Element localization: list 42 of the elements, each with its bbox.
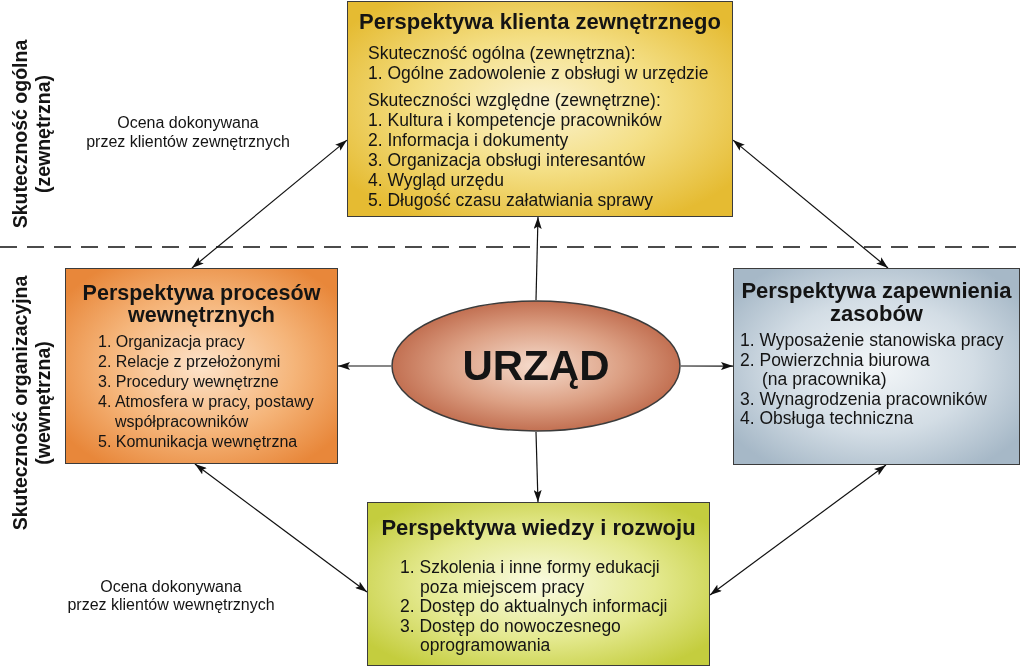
- double-headed-arrow: [709, 464, 887, 596]
- perspective-box: [367, 502, 710, 666]
- arrow: [533, 431, 542, 503]
- list-item: 1. Wyposażenie stanowiska pracy: [740, 331, 1004, 351]
- list-item: 1. Organizacja pracy: [98, 332, 245, 352]
- perspective-box: [347, 1, 733, 217]
- annotation-text: Ocena dokonywana przez klientów wewnętrznych: [67, 578, 275, 613]
- list-item: 2. Dostęp do aktualnych informacji: [400, 597, 668, 617]
- list-item: 4. Wygląd urzędu: [368, 170, 505, 190]
- arrow: [533, 216, 542, 301]
- list-item: 4. Atmosfera w pracy, postawy współpracowników: [98, 392, 314, 432]
- ellipse-shape: [391, 300, 681, 432]
- box-title: Perspektywa zapewnienia zasobów: [741, 279, 1012, 325]
- section-heading: Skuteczności względne (zewnętrzne):: [368, 90, 661, 110]
- arrow: [337, 362, 392, 370]
- double-headed-arrow: [194, 463, 368, 593]
- list-item: 2. Powierzchnia biurowa (na pracownika): [740, 350, 930, 390]
- list-item: 3. Wynagrodzenia pracowników: [740, 389, 987, 409]
- list-item: 4. Obsługa techniczna: [740, 409, 914, 429]
- list-item: 1. Ogólne zadowolenie z obsługi w urzędzie: [368, 63, 709, 83]
- list-item: 2. Relacje z przełożonymi: [98, 352, 281, 372]
- list-item: 3. Dostęp do nowoczesnego oprogramowania: [400, 616, 621, 656]
- section-heading: Skuteczność ogólna (zewnętrzna):: [368, 43, 636, 63]
- list-item: 5. Komunikacja wewnętrzna: [98, 432, 298, 452]
- annotation-text: Ocena dokonywana przez klientów zewnętrznych: [86, 113, 290, 151]
- perspective-box: [65, 268, 338, 464]
- center-label: URZĄD: [462, 342, 610, 390]
- box-title: Perspektywa procesów wewnętrznych: [81, 282, 322, 326]
- box-title: Perspektywa klienta zewnętrznego: [359, 9, 721, 35]
- side-label: Skuteczność ogólna (zewnętrzna): [9, 39, 55, 229]
- list-item: 1. Szkolenia i inne formy edukacji poza miejscem pracy: [400, 558, 660, 597]
- box-title: Perspektywa wiedzy i rozwoju: [381, 515, 696, 541]
- list-item: 3. Organizacja obsługi interesantów: [368, 150, 646, 170]
- list-item: 3. Procedury wewnętrzne: [98, 372, 279, 392]
- list-item: 5. Długość czasu załatwiania sprawy: [368, 190, 653, 210]
- list-item: 1. Kultura i kompetencje pracowników: [368, 110, 662, 130]
- side-label: Skuteczność organizacyjna (wewnętrzna): [9, 275, 55, 531]
- double-headed-arrow: [732, 139, 889, 269]
- double-headed-arrow: [191, 139, 348, 269]
- list-item: 2. Informacja i dokumenty: [368, 130, 569, 150]
- perspective-box: [733, 268, 1020, 465]
- arrow: [680, 362, 734, 371]
